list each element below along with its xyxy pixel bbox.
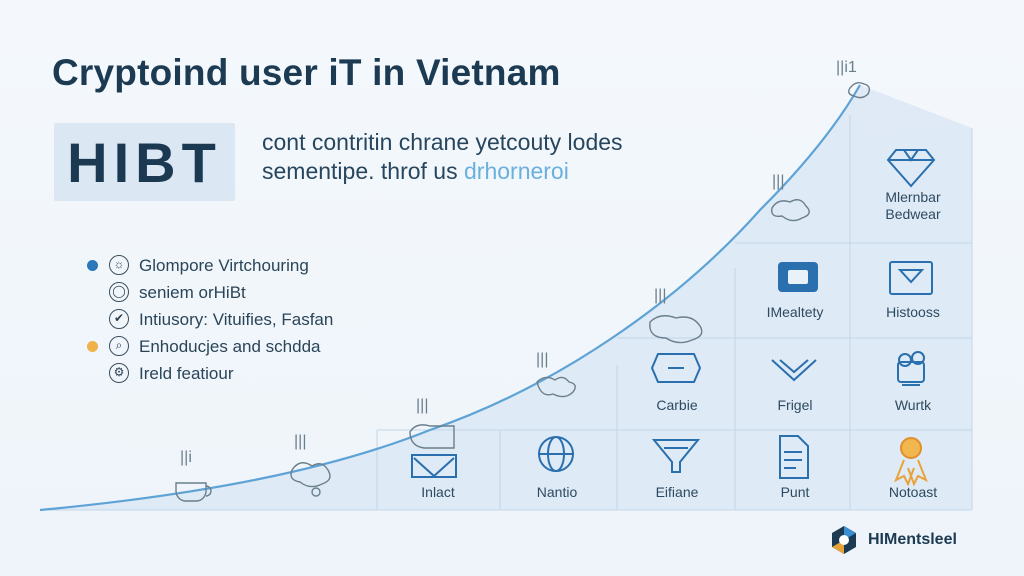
bullet-dot <box>87 341 98 352</box>
check-box-icon <box>411 454 457 478</box>
cloud-icon <box>649 315 703 344</box>
growth-area <box>40 85 972 510</box>
search-icon: ⌕ <box>109 336 129 356</box>
cloud-icon <box>536 376 576 398</box>
feature-label: Intiusory: Vituifies, Fasfan <box>139 309 334 329</box>
marker-label: ||| <box>654 287 666 304</box>
feature-label: seniem orHiBt <box>139 282 246 302</box>
cloud-icon <box>847 81 871 99</box>
cell-label-line: Mlernbar <box>885 189 941 205</box>
sun-icon: ☼ <box>109 255 129 275</box>
cell-icons <box>411 149 936 487</box>
medal-icon <box>894 437 928 487</box>
gear-icon: ⚙ <box>109 363 129 383</box>
diamond-icon <box>886 149 936 188</box>
cell-label: IMealtety <box>767 304 824 320</box>
cell-label: Wurtk <box>895 397 932 413</box>
marker-label: ||i <box>180 449 192 466</box>
cell-label: Punt <box>781 484 810 500</box>
marker-label: ||| <box>294 433 306 450</box>
cell-label-line: Bedwear <box>885 206 941 222</box>
cloud-icon <box>771 199 810 222</box>
marker-label: ||| <box>416 397 428 414</box>
cell-label: Frigel <box>777 397 812 413</box>
feature-label: Ireld featiour <box>139 363 234 383</box>
hexagon-icon <box>650 353 702 383</box>
feature-item: ☼ Glompore Virtchouring <box>84 252 333 279</box>
brand: HIMentsleel <box>828 524 957 556</box>
subtitle-line-2-text: sementipe. throf us <box>262 158 464 184</box>
marker-label: ||| <box>772 173 784 190</box>
feature-label: Glompore Virtchouring <box>139 255 309 275</box>
subtitle-line-2: sementipe. throf us drhorneroi <box>262 157 623 186</box>
feature-item: ◯ seniem orHiBt <box>84 279 333 306</box>
hibt-logo: HIBT <box>54 123 235 201</box>
funnel-icon <box>651 439 701 473</box>
check-icon: ✔ <box>109 309 129 329</box>
monitor-icon <box>889 261 933 295</box>
feature-label: Enhoducjes and schdda <box>139 336 321 356</box>
grid <box>40 115 973 511</box>
feature-item: ⌕ Enhoducjes and schdda <box>84 333 333 360</box>
subtitle: cont contritin chrane yetcouty lodes sem… <box>262 128 623 186</box>
cell-label: Inlact <box>421 484 455 500</box>
marker-label: ||| <box>536 351 548 368</box>
node-icon <box>311 487 321 497</box>
document-icon <box>779 435 809 479</box>
marker-label: ||i1 <box>836 59 857 76</box>
feature-item: ✔ Intiusory: Vituifies, Fasfan <box>84 306 333 333</box>
feature-list: ☼ Glompore Virtchouring ◯ seniem orHiBt … <box>84 252 333 387</box>
box-icon <box>409 424 455 449</box>
cloud-icon <box>290 462 331 488</box>
cell-label: Histooss <box>886 304 940 320</box>
globe-icon <box>538 436 574 472</box>
brand-logo-icon <box>832 526 856 554</box>
logo-text: HIBT <box>67 130 222 194</box>
marker-labels: ||i ||| ||| ||| ||| ||| ||i1 <box>180 59 857 466</box>
subtitle-line-1: cont contritin chrane yetcouty lodes <box>262 129 623 155</box>
cup-icon <box>175 482 212 502</box>
cell-labels: Inlact Nantio Eifiane Punt Notoast Carbi… <box>421 189 941 500</box>
circle-icon: ◯ <box>109 282 129 302</box>
robot-icon <box>897 351 925 386</box>
milestone-markers <box>175 81 871 502</box>
chevron-icon <box>771 359 817 382</box>
feature-item: ⚙ Ireld featiour <box>84 360 333 387</box>
cell-label: Nantio <box>537 484 578 500</box>
cell-label: Notoast <box>889 484 937 500</box>
subtitle-highlight: drhorneroi <box>464 158 569 184</box>
gear-icon <box>778 262 818 292</box>
brand-name: HIMentsleel <box>868 531 957 548</box>
bullet-dot <box>87 260 98 271</box>
page-title: Cryptoind user iT in Vietnam <box>52 52 561 93</box>
cell-label: Eifiane <box>656 484 699 500</box>
cell-label: Carbie <box>656 397 697 413</box>
